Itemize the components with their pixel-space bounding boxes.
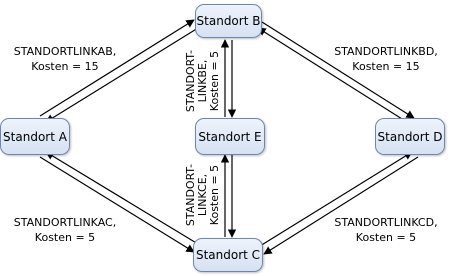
label-link-cd: STANDORTLINKCD, Kosten = 5 (322, 215, 450, 245)
node-standort-c: Standort C (193, 238, 263, 272)
link-arrow-a-to-c (39, 156, 195, 253)
label-link-ac-name: STANDORTLINKAC, (13, 216, 117, 229)
link-arrow-b-to-d (261, 21, 415, 119)
label-link-ab-cost: Kosten = 15 (31, 60, 99, 73)
node-standort-b: Standort B (195, 4, 262, 38)
label-link-bd-cost: Kosten = 15 (352, 60, 420, 73)
label-link-ac-cost: Kosten = 5 (34, 231, 96, 244)
link-arrow-c-to-a (45, 151, 199, 245)
label-link-be: STANDORT- LINKBE, Kosten = 5 (184, 41, 223, 121)
label-link-be-line3: Kosten = 5 (208, 50, 221, 112)
link-arrow-b-to-a (45, 27, 199, 123)
node-standort-e: Standort E (195, 118, 265, 155)
link-arrow-d-to-b (257, 27, 411, 125)
label-link-cd-cost: Kosten = 5 (355, 231, 417, 244)
link-arrow-d-to-c (263, 156, 419, 255)
label-link-bd-name: STANDORTLINKBD, (334, 45, 438, 58)
label-link-ce: STANDORT- LINKCE, Kosten = 5 (184, 155, 223, 235)
label-link-ac: STANDORTLINKAC, Kosten = 5 (4, 215, 126, 245)
label-link-bd: STANDORTLINKBD, Kosten = 15 (322, 44, 450, 74)
link-arrow-a-to-b (39, 19, 195, 117)
label-link-ce-line3: Kosten = 5 (208, 164, 221, 226)
node-standort-d: Standort D (375, 118, 445, 155)
label-link-cd-name: STANDORTLINKCD, (334, 216, 438, 229)
link-arrow-c-to-d (259, 151, 413, 247)
label-link-ab-name: STANDORTLINKAB, (13, 45, 117, 58)
label-link-ab: STANDORTLINKAB, Kosten = 15 (4, 44, 126, 74)
node-standort-a: Standort A (0, 118, 70, 155)
